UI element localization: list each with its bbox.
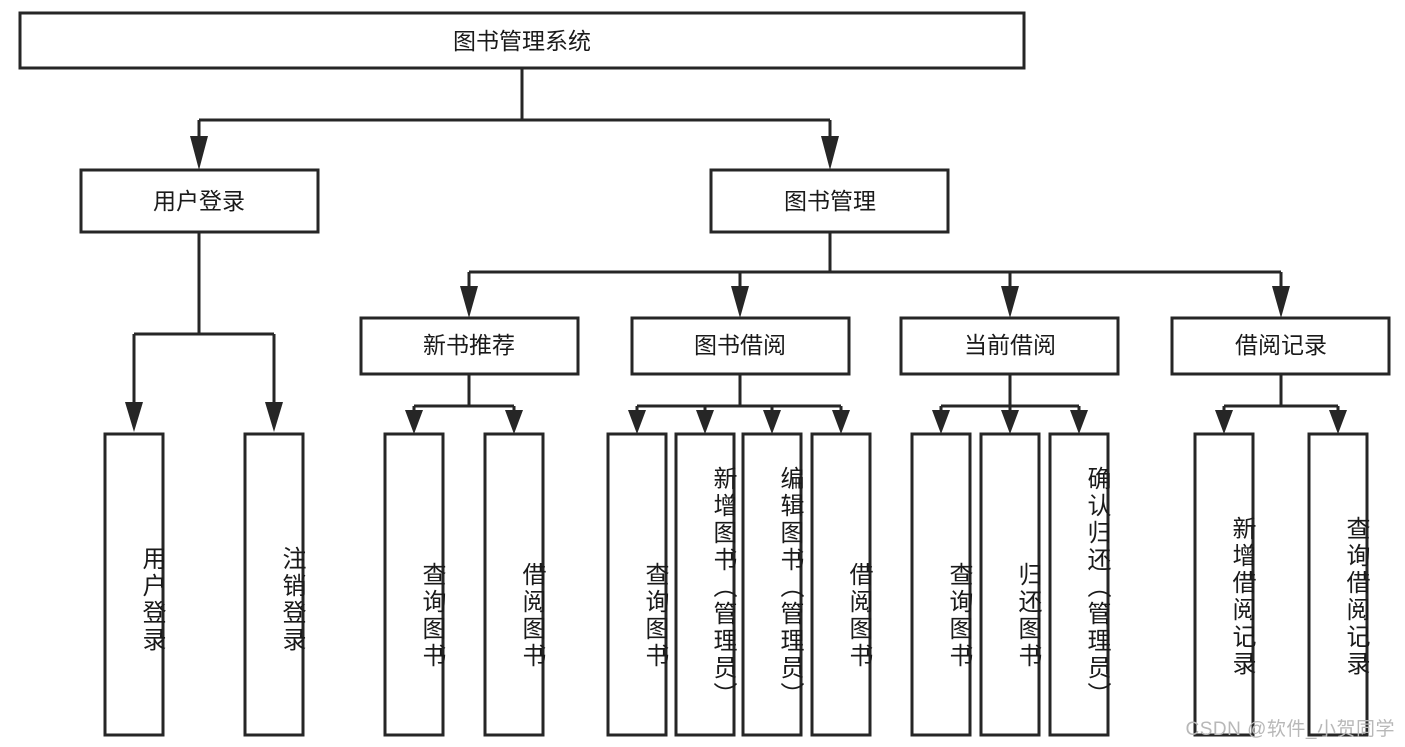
leaf-box-user-login-1[interactable]: [103, 432, 165, 737]
node-box-book-management[interactable]: [709, 168, 950, 234]
arrow-head-leaf-newbook-1: [405, 410, 423, 434]
arrow-head-bookborrow: [731, 286, 749, 318]
arrow-head-borrowrecord: [1272, 286, 1290, 318]
arrow-head-leaf-userlogin-2: [265, 402, 283, 432]
node-label-book-management: 图书管理: [784, 188, 876, 214]
arrow-head-leaf-borrowrecord-1: [1215, 410, 1233, 434]
leaf-box-book-borrow-1[interactable]: [606, 432, 668, 737]
arrow-head-leaf-borrowrecord-2: [1329, 410, 1347, 434]
connector-group-bookborrow: [628, 374, 850, 434]
arrow-head-leaf-bookborrow-2: [696, 410, 714, 434]
connector-group-borrowrecord: [1215, 374, 1347, 434]
node-label-borrow-record: 借阅记录: [1235, 332, 1327, 358]
arrow-head-leaf-bookborrow-3: [763, 410, 781, 434]
leaf-box-current-borrow-2[interactable]: [979, 432, 1041, 737]
leaf-box-new-book-1[interactable]: [383, 432, 445, 737]
node-box-borrow-record[interactable]: [1170, 316, 1391, 376]
arrow-head-newbook: [460, 286, 478, 318]
node-box-user-login[interactable]: [79, 168, 320, 234]
arrow-head-leaf-currentborrow-2: [1001, 410, 1019, 434]
connector-group-root: [190, 68, 839, 170]
arrow-head-leaf-bookborrow-4: [832, 410, 850, 434]
node-box-root[interactable]: [18, 11, 1026, 70]
node-label-new-book-recommend: 新书推荐: [423, 332, 515, 358]
arrow-head-currentborrow: [1001, 286, 1019, 318]
arrow-head-leaf-userlogin-1: [125, 402, 143, 432]
node-label-root: 图书管理系统: [453, 28, 591, 54]
node-label-current-borrow: 当前借阅: [964, 332, 1056, 358]
leaf-box-borrow-record-2[interactable]: [1307, 432, 1369, 737]
arrow-head-leaf-newbook-2: [505, 410, 523, 434]
leaf-box-borrow-record-1[interactable]: [1193, 432, 1255, 737]
leaf-box-book-borrow-2[interactable]: [674, 432, 736, 737]
watermark-label: CSDN @软件_小贺同学: [1185, 719, 1395, 740]
node-label-book-borrow: 图书借阅: [694, 332, 786, 358]
leaf-box-book-borrow-4[interactable]: [810, 432, 872, 737]
leaf-box-user-login-2[interactable]: [243, 432, 305, 737]
connector-group-bookmgmt: [460, 232, 1290, 318]
node-box-book-borrow[interactable]: [630, 316, 851, 376]
connector-group-currentborrow: [932, 374, 1088, 434]
connector-group-userlogin: [125, 232, 283, 432]
arrow-head-leaf-currentborrow-3: [1070, 410, 1088, 434]
node-box-current-borrow[interactable]: [899, 316, 1120, 376]
node-label-user-login: 用户登录: [153, 188, 245, 214]
connector-group-newbook: [405, 374, 523, 434]
leaf-box-book-borrow-3[interactable]: [741, 432, 803, 737]
leaf-box-new-book-2[interactable]: [483, 432, 545, 737]
leaf-box-current-borrow-1[interactable]: [910, 432, 972, 737]
arrow-head-leaf-currentborrow-1: [932, 410, 950, 434]
arrow-head-leaf-bookborrow-1: [628, 410, 646, 434]
leaf-box-current-borrow-3[interactable]: [1048, 432, 1110, 737]
arrow-head-userlogin: [190, 136, 208, 170]
node-box-new-book-recommend[interactable]: [359, 316, 580, 376]
arrow-head-bookmgmt: [821, 136, 839, 170]
